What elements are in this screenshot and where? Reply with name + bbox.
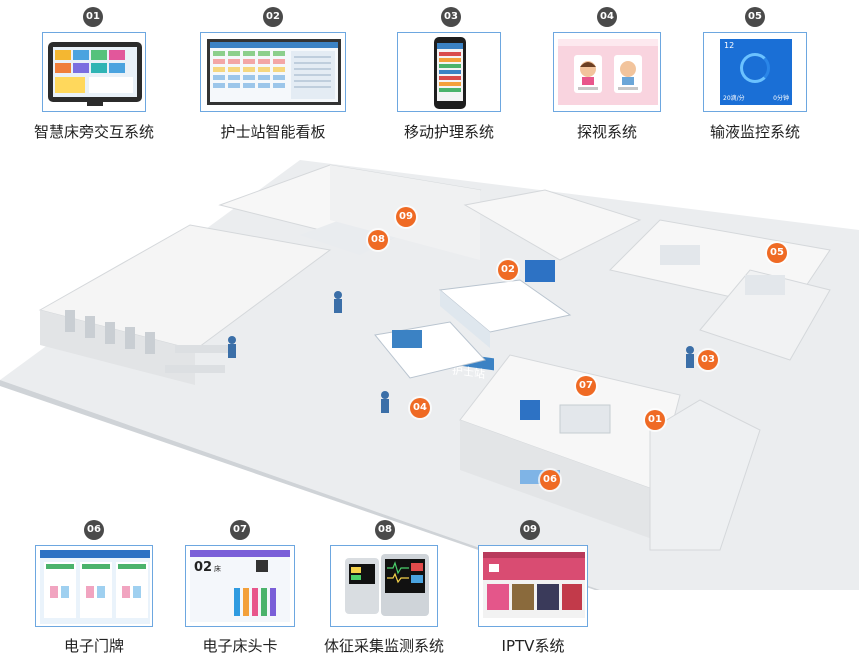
- system-number-badge: 03: [441, 7, 461, 27]
- vital-signs-monitor-illustration: [345, 554, 429, 616]
- qr-code-icon: [256, 560, 268, 572]
- marker-mobile-nursing[interactable]: 03: [698, 350, 718, 370]
- system-number-badge: 09: [520, 520, 540, 540]
- bed-card-thumbnail[interactable]: 02 床: [185, 545, 295, 627]
- bed-card-tag: [270, 588, 276, 616]
- bedside-tablet-illustration: [48, 42, 142, 106]
- system-label: 体征采集监测系统: [323, 637, 444, 655]
- infusion-screen: 12 20滴/分 0分钟: [720, 39, 792, 105]
- mobile-nursing-thumbnail[interactable]: [397, 32, 501, 112]
- nurse-board-thumbnail[interactable]: [200, 32, 346, 112]
- bed-number: 02: [194, 560, 213, 575]
- system-label: 智慧床旁交互系统: [34, 123, 155, 141]
- system-number-badge: 04: [597, 7, 617, 27]
- door-plate-thumbnail[interactable]: [35, 545, 153, 627]
- system-label: IPTV系统: [501, 637, 565, 655]
- marker-bedside-terminal[interactable]: 01: [645, 410, 665, 430]
- bed-number-unit: 床: [214, 565, 221, 573]
- marker-bed-card[interactable]: 07: [576, 376, 596, 396]
- vital-signs-thumbnail[interactable]: [330, 545, 438, 627]
- visitation-thumbnail[interactable]: [553, 32, 661, 112]
- bed-card-tag: [261, 588, 267, 616]
- system-number-badge: 05: [745, 7, 765, 27]
- iptv-thumbnail[interactable]: [478, 545, 588, 627]
- system-number-badge: 01: [83, 7, 103, 27]
- bed-card-tag: [234, 588, 240, 616]
- system-label: 探视系统: [576, 123, 637, 141]
- bedside-terminal-thumbnail[interactable]: [42, 32, 146, 112]
- bed-card-tag: [243, 588, 249, 616]
- ward-floor-plan-illustration: 护士站: [0, 160, 859, 590]
- marker-door-plate[interactable]: 06: [540, 470, 560, 490]
- system-label: 电子门牌: [63, 637, 124, 655]
- bed-card-header-bar: [190, 550, 290, 557]
- marker-visitation[interactable]: 04: [410, 398, 430, 418]
- marker-infusion-monitor[interactable]: 05: [767, 243, 787, 263]
- infusion-drip-rate: 20滴/分: [723, 95, 745, 102]
- bed-card-screen: 02 床: [190, 550, 290, 622]
- infusion-monitor-thumbnail[interactable]: 12 20滴/分 0分钟: [703, 32, 807, 112]
- iptv-screen-illustration: [483, 552, 585, 618]
- infusion-remaining-time: 0分钟: [773, 95, 789, 102]
- mobile-phone-illustration: [434, 37, 466, 109]
- marker-vital-signs[interactable]: 08: [368, 230, 388, 250]
- visitation-screen-illustration: [558, 39, 658, 105]
- system-number-badge: 06: [84, 520, 104, 540]
- bed-card-tag: [252, 588, 258, 616]
- system-number-badge: 07: [230, 520, 250, 540]
- marker-iptv[interactable]: 09: [396, 207, 416, 227]
- system-number-badge: 08: [375, 520, 395, 540]
- system-label: 移动护理系统: [403, 123, 494, 141]
- system-label: 输液监控系统: [709, 123, 800, 141]
- system-label: 护士站智能看板: [220, 123, 326, 141]
- system-label: 电子床头卡: [202, 637, 278, 655]
- marker-nurse-board[interactable]: 02: [498, 260, 518, 280]
- nurse-station-sign: 护士站: [452, 363, 485, 382]
- nurse-board-illustration: [207, 39, 341, 105]
- door-plate-illustration: [40, 550, 150, 624]
- infusion-progress-ring: [740, 53, 770, 83]
- infusion-bed-number: 12: [724, 41, 735, 50]
- system-number-badge: 02: [263, 7, 283, 27]
